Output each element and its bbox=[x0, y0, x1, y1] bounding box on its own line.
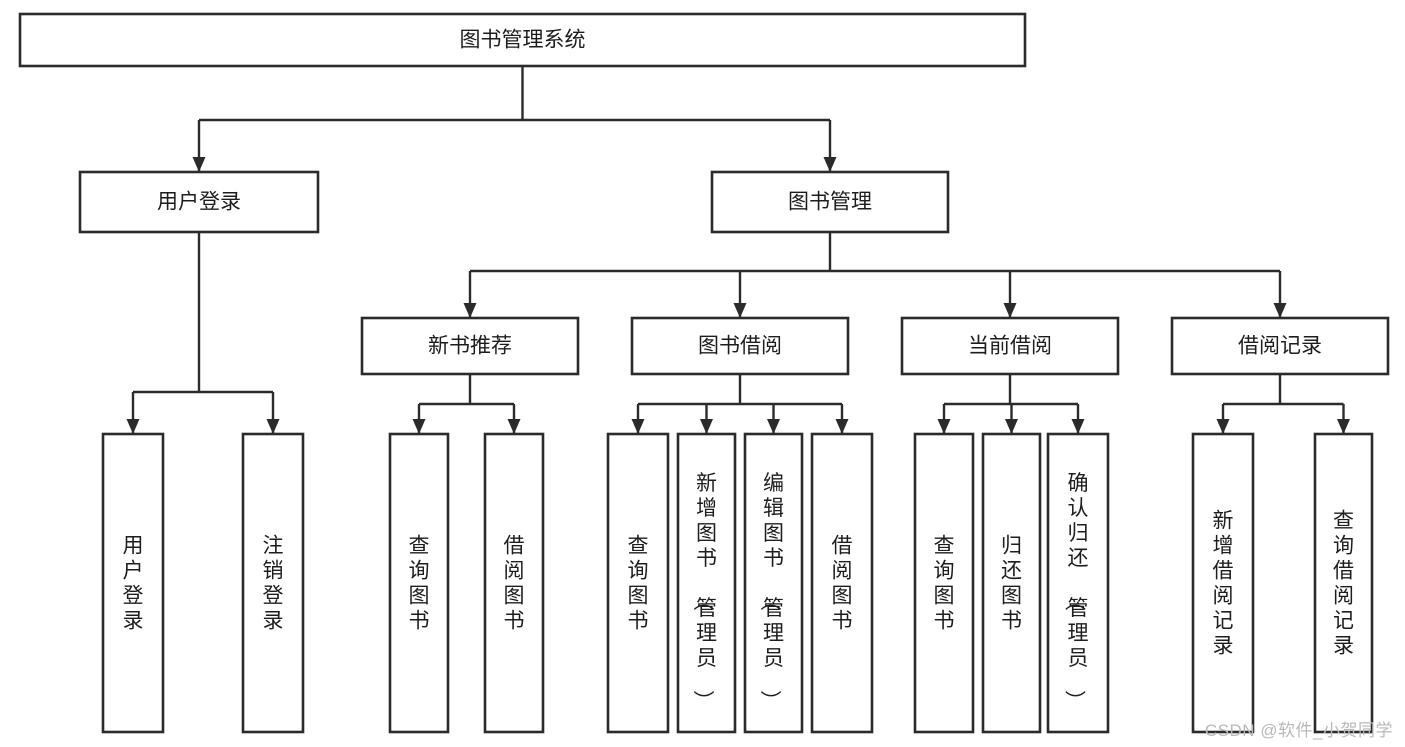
node-box-图书管理[interactable] bbox=[710, 170, 950, 234]
node-label-查询图书: 查询图书 bbox=[409, 535, 430, 633]
node-box-查询图书[interactable] bbox=[388, 432, 450, 734]
node-box-新增借阅记录[interactable] bbox=[1191, 432, 1255, 734]
node-level2-0[interactable]: 新书推荐 bbox=[360, 316, 580, 376]
node-label-借阅图书: 借阅图书 bbox=[832, 535, 853, 633]
node-level1-0[interactable]: 用户登录 bbox=[78, 170, 320, 234]
node-label-借阅记录: 借阅记录 bbox=[1238, 335, 1322, 358]
node-level2-2[interactable]: 当前借阅 bbox=[900, 316, 1120, 376]
node-box-确认归还管理员[interactable] bbox=[1046, 432, 1110, 734]
node-box-图书管理系统[interactable] bbox=[18, 12, 1027, 68]
node-label-查询借阅记录: 查询借阅记录 bbox=[1333, 510, 1354, 658]
node-box-注销登录[interactable] bbox=[241, 432, 305, 734]
node-leaf-10[interactable]: 确认归还（管理员） bbox=[1046, 432, 1110, 734]
node-box-新增图书管理员[interactable] bbox=[676, 432, 737, 734]
node-label-新增图书管理员: 新增图书（管理员） bbox=[691, 472, 717, 711]
node-leaf-3[interactable]: 借阅图书 bbox=[483, 432, 545, 734]
node-label-新增借阅记录: 新增借阅记录 bbox=[1213, 510, 1234, 658]
node-leaf-8[interactable]: 查询图书 bbox=[913, 432, 975, 734]
arrow-head-icon bbox=[631, 419, 645, 434]
arrow-head-icon bbox=[507, 419, 521, 434]
arrow-head-icon bbox=[700, 419, 713, 434]
node-level2-3[interactable]: 借阅记录 bbox=[1170, 316, 1390, 376]
node-label-图书管理: 图书管理 bbox=[788, 191, 872, 214]
node-leaf-7[interactable]: 借阅图书 bbox=[810, 432, 874, 734]
node-label-查询图书: 查询图书 bbox=[934, 535, 955, 633]
arrow-head-icon bbox=[767, 419, 780, 434]
node-label-借阅图书: 借阅图书 bbox=[504, 535, 525, 633]
arrow-head-icon bbox=[937, 419, 951, 434]
node-leaf-12[interactable]: 查询借阅记录 bbox=[1313, 432, 1374, 734]
node-leaf-0[interactable]: 用户登录 bbox=[101, 432, 165, 734]
node-leaf-6[interactable]: 编辑图书（管理员） bbox=[743, 432, 804, 734]
node-leaf-11[interactable]: 新增借阅记录 bbox=[1191, 432, 1255, 734]
node-box-借阅图书[interactable] bbox=[810, 432, 874, 734]
node-leaf-4[interactable]: 查询图书 bbox=[606, 432, 670, 734]
node-leaf-2[interactable]: 查询图书 bbox=[388, 432, 450, 734]
connector-layer bbox=[126, 66, 1350, 434]
arrow-head-icon bbox=[733, 303, 747, 318]
watermark-text: CSDN @软件_小贺同学 bbox=[1204, 721, 1393, 740]
node-label-用户登录: 用户登录 bbox=[123, 535, 144, 633]
node-level1-1[interactable]: 图书管理 bbox=[710, 170, 950, 234]
node-leaf-5[interactable]: 新增图书（管理员） bbox=[676, 432, 737, 734]
node-label-归还图书: 归还图书 bbox=[1001, 535, 1022, 633]
arrow-head-icon bbox=[1216, 419, 1230, 434]
node-box-编辑图书管理员[interactable] bbox=[743, 432, 804, 734]
node-label-新书推荐: 新书推荐 bbox=[428, 335, 512, 358]
node-level2-1[interactable]: 图书借阅 bbox=[630, 316, 850, 376]
arrow-head-icon bbox=[1337, 419, 1350, 434]
arrow-head-icon bbox=[1071, 419, 1085, 434]
node-box-查询借阅记录[interactable] bbox=[1313, 432, 1374, 734]
node-label-图书管理系统: 图书管理系统 bbox=[460, 29, 586, 52]
node-box-查询图书[interactable] bbox=[606, 432, 670, 734]
arrow-head-icon bbox=[126, 419, 140, 434]
node-box-归还图书[interactable] bbox=[981, 432, 1042, 734]
arrow-head-icon bbox=[412, 419, 426, 434]
arrow-head-icon bbox=[463, 303, 477, 318]
arrow-head-icon bbox=[823, 157, 837, 172]
node-box-图书借阅[interactable] bbox=[630, 316, 850, 376]
node-box-查询图书[interactable] bbox=[913, 432, 975, 734]
node-root-0[interactable]: 图书管理系统 bbox=[18, 12, 1027, 68]
arrow-head-icon bbox=[1273, 303, 1287, 318]
node-box-用户登录[interactable] bbox=[78, 170, 320, 234]
node-box-借阅记录[interactable] bbox=[1170, 316, 1390, 376]
node-layer: 图书管理系统用户登录图书管理新书推荐图书借阅当前借阅借阅记录用户登录注销登录查询… bbox=[18, 12, 1390, 734]
node-label-注销登录: 注销登录 bbox=[263, 535, 284, 633]
node-leaf-1[interactable]: 注销登录 bbox=[241, 432, 305, 734]
arrow-head-icon bbox=[1005, 419, 1018, 434]
node-box-当前借阅[interactable] bbox=[900, 316, 1120, 376]
node-leaf-9[interactable]: 归还图书 bbox=[981, 432, 1042, 734]
node-label-当前借阅: 当前借阅 bbox=[968, 335, 1052, 358]
node-label-确认归还管理员: 确认归还（管理员） bbox=[1063, 472, 1089, 711]
node-box-新书推荐[interactable] bbox=[360, 316, 580, 376]
node-label-编辑图书管理员: 编辑图书（管理员） bbox=[758, 472, 784, 711]
arrow-head-icon bbox=[835, 419, 849, 434]
node-box-用户登录[interactable] bbox=[101, 432, 165, 734]
node-label-用户登录: 用户登录 bbox=[157, 191, 241, 214]
node-label-查询图书: 查询图书 bbox=[628, 535, 649, 633]
arrow-head-icon bbox=[1003, 303, 1017, 318]
arrow-head-icon bbox=[266, 419, 280, 434]
node-box-借阅图书[interactable] bbox=[483, 432, 545, 734]
arrow-head-icon bbox=[192, 157, 206, 172]
node-label-图书借阅: 图书借阅 bbox=[698, 335, 782, 358]
